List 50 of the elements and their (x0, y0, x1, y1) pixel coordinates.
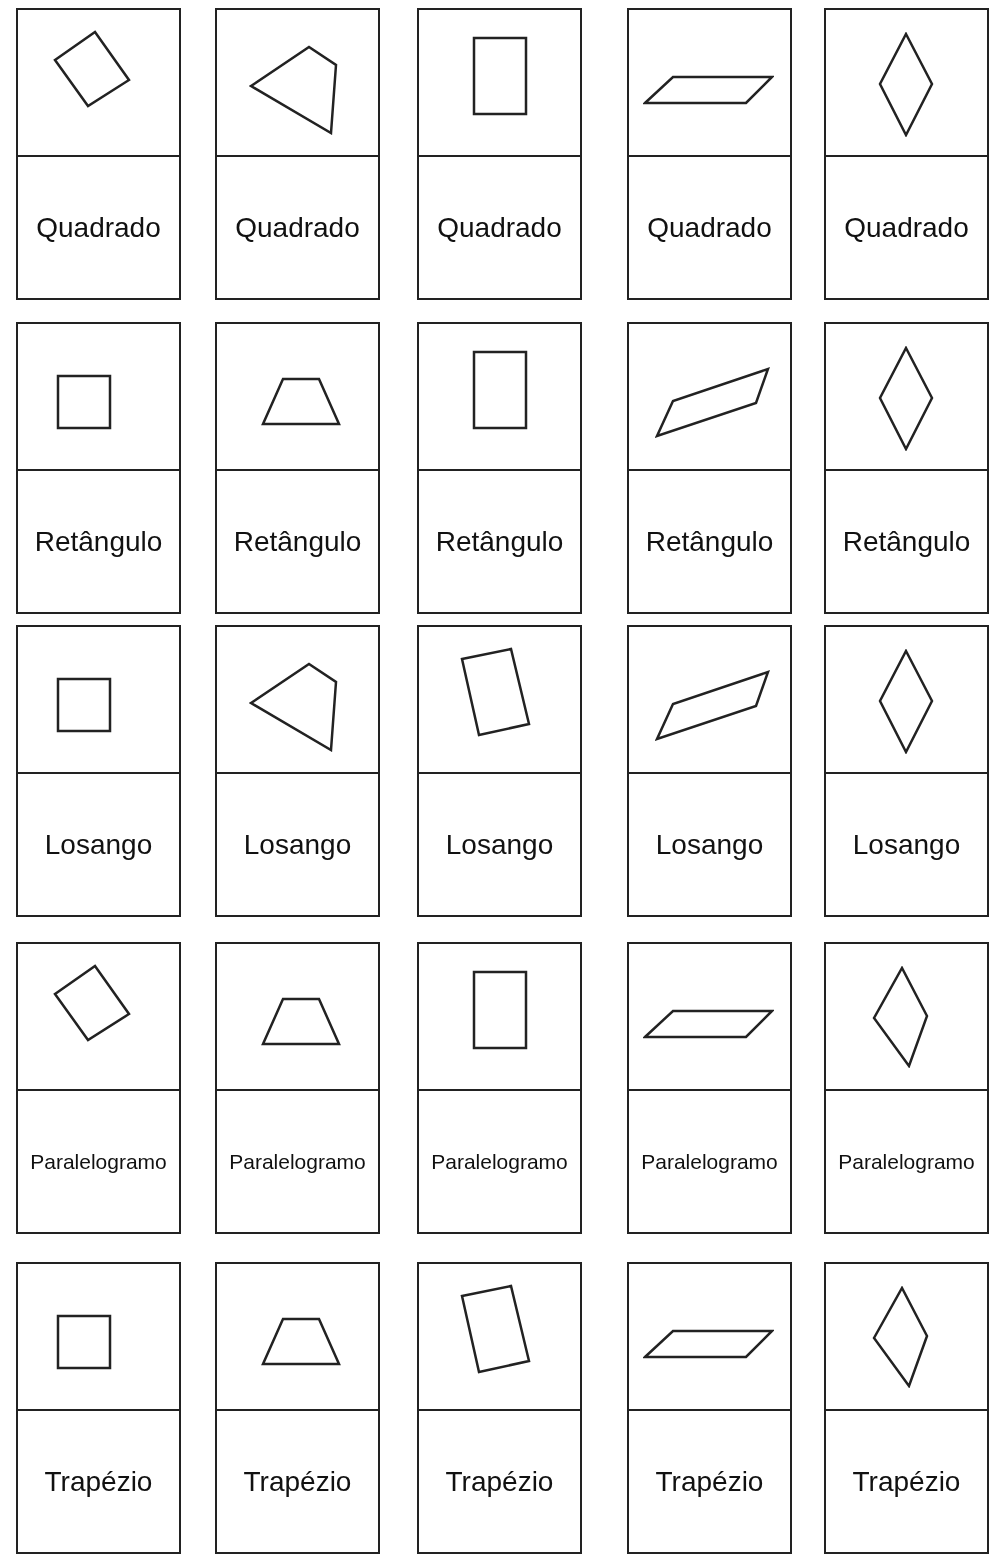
card (215, 942, 380, 1234)
shape-name: Quadrado (437, 211, 562, 244)
card (627, 625, 792, 917)
shape-name: Losango (243, 828, 352, 861)
card (417, 1262, 582, 1554)
card (215, 625, 380, 917)
card (627, 322, 792, 614)
card (824, 8, 989, 300)
shape-name: Losango (852, 828, 961, 861)
card (16, 1262, 181, 1554)
card (417, 625, 582, 917)
shape-name: Losango (445, 828, 554, 861)
shape-name: Paralelogramo (641, 1149, 778, 1174)
card (16, 942, 181, 1234)
shape-name: Quadrado (235, 211, 360, 244)
card (417, 8, 582, 300)
shape-name: Trapézio (445, 1465, 554, 1498)
shape-name: Trapézio (852, 1465, 961, 1498)
card (824, 625, 989, 917)
shape-name: Trapézio (243, 1465, 352, 1498)
shape-name: Trapézio (655, 1465, 764, 1498)
card (417, 942, 582, 1234)
card (824, 942, 989, 1234)
shape-name: Quadrado (844, 211, 969, 244)
shape-name: Retângulo (233, 525, 362, 558)
card (215, 8, 380, 300)
shape-name: Losango (655, 828, 764, 861)
card (824, 1262, 989, 1554)
card (627, 942, 792, 1234)
shape-name: Retângulo (842, 525, 971, 558)
card (215, 322, 380, 614)
shape-name: Paralelogramo (431, 1149, 568, 1174)
shape-name: Paralelogramo (30, 1149, 167, 1174)
card (16, 625, 181, 917)
shape-name: Paralelogramo (229, 1149, 366, 1174)
shape-name: Paralelogramo (838, 1149, 975, 1174)
shape-name: Losango (44, 828, 153, 861)
card (16, 8, 181, 300)
shape-name: Quadrado (36, 211, 161, 244)
shape-name: Retângulo (34, 525, 163, 558)
card (627, 1262, 792, 1554)
shape-name: Trapézio (44, 1465, 153, 1498)
card (215, 1262, 380, 1554)
card (16, 322, 181, 614)
card (824, 322, 989, 614)
card (627, 8, 792, 300)
shape-name: Retângulo (435, 525, 564, 558)
card (417, 322, 582, 614)
shape-name: Quadrado (647, 211, 772, 244)
shape-name: Retângulo (645, 525, 774, 558)
